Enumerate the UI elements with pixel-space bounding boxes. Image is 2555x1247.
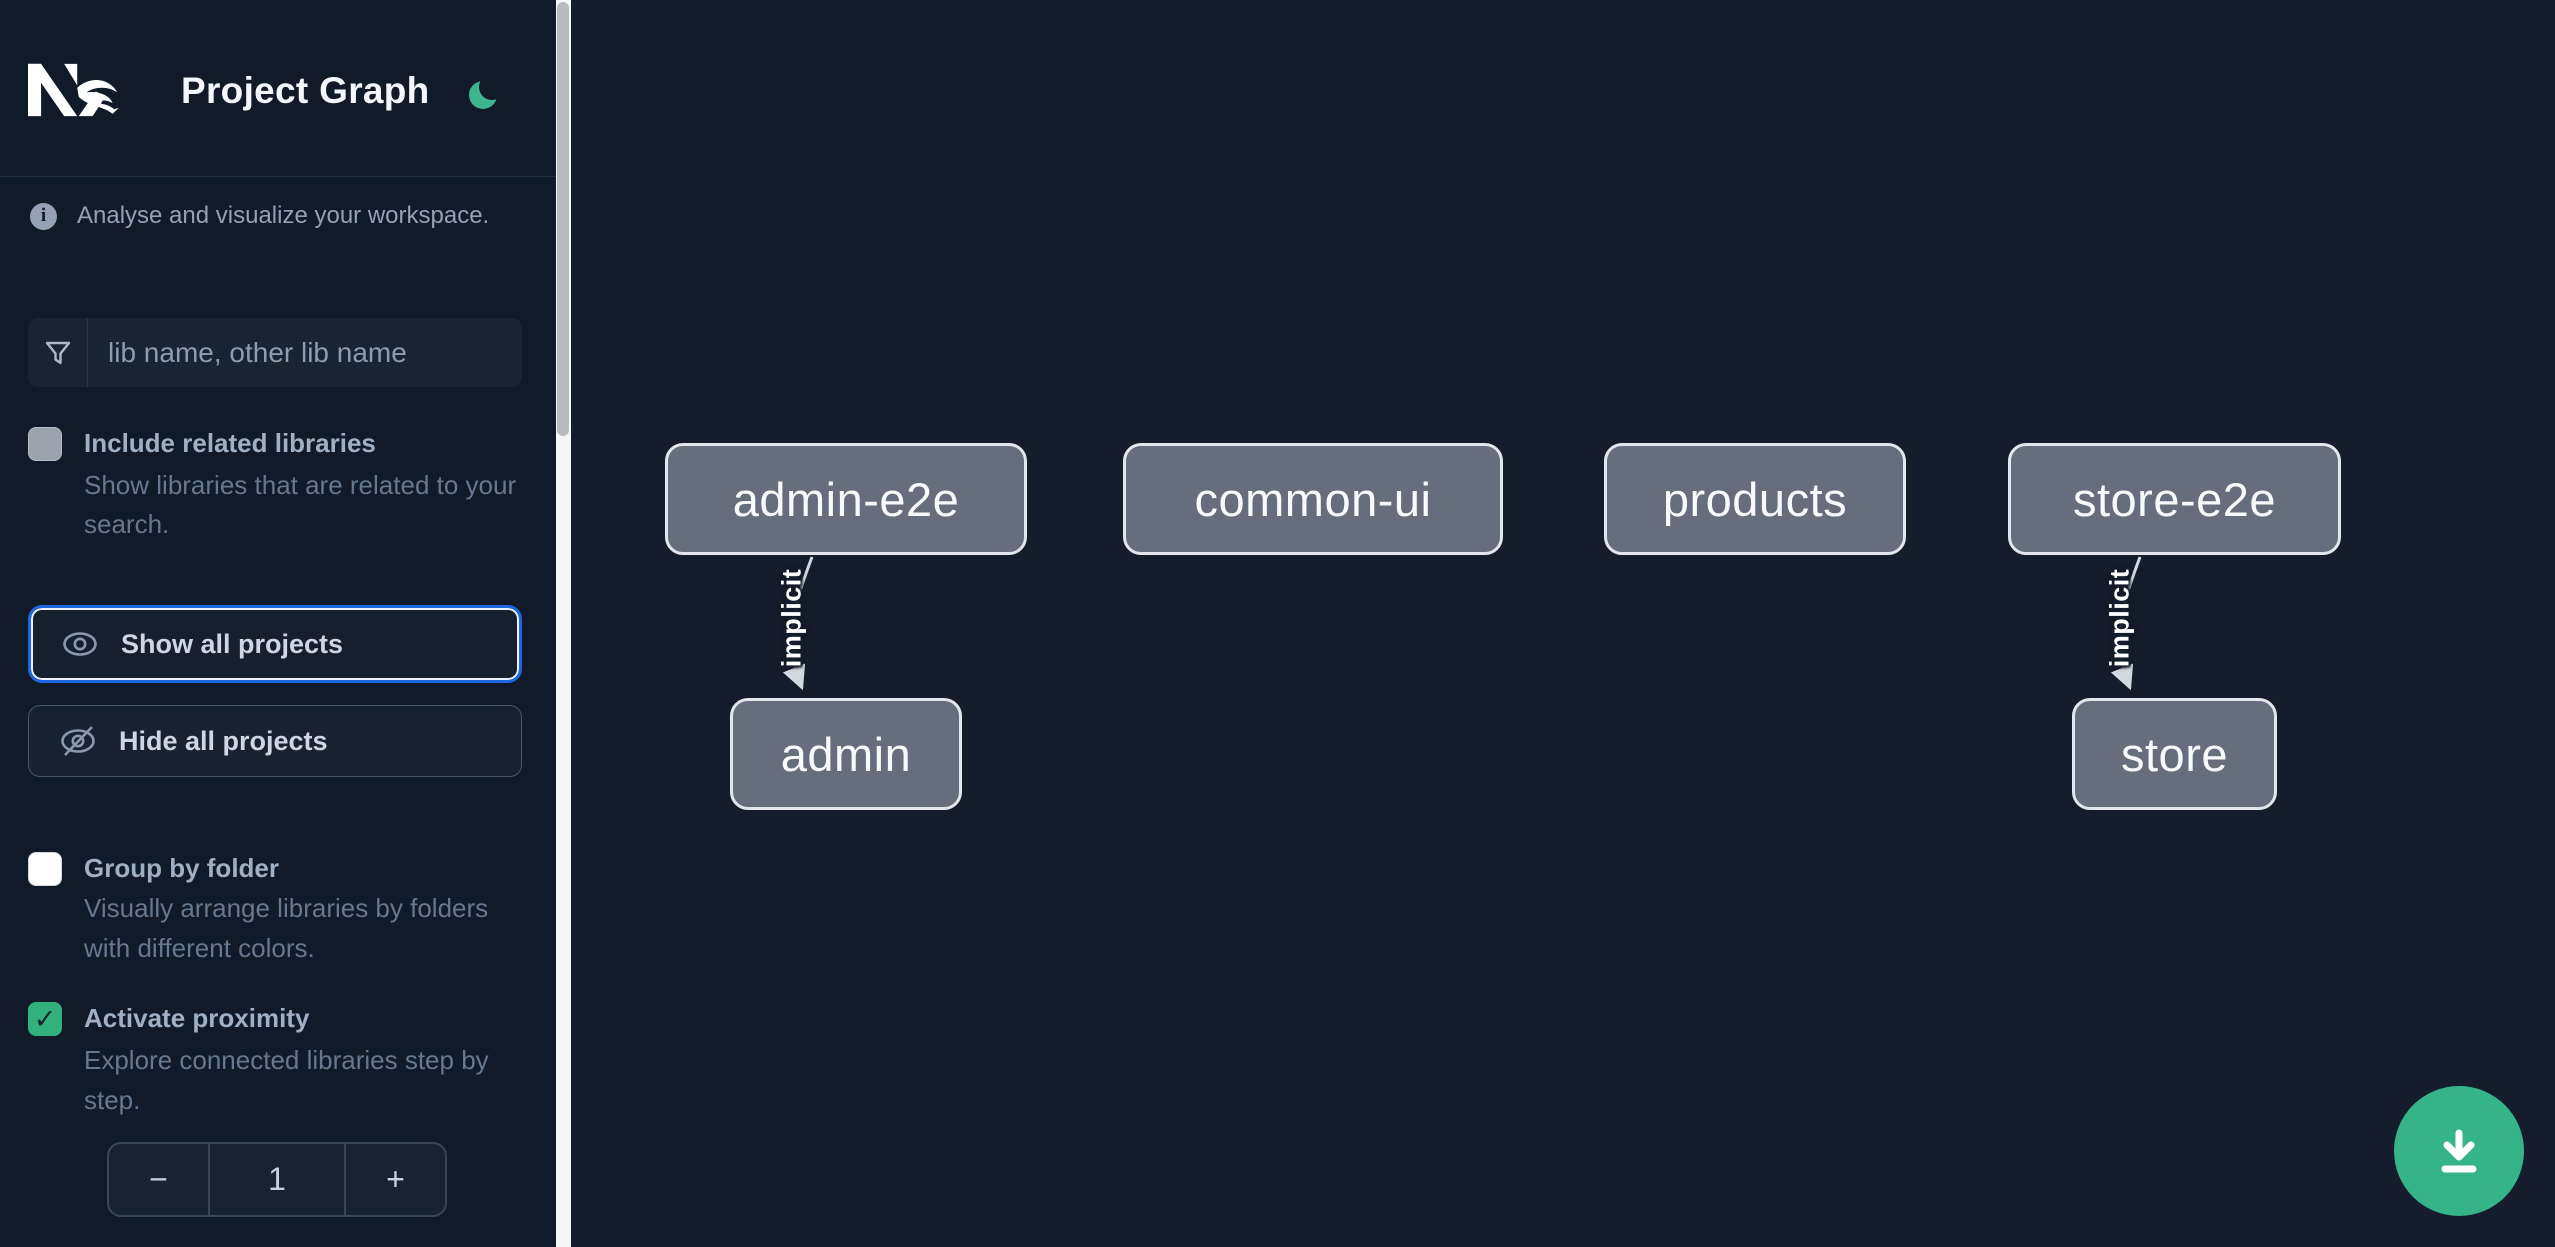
download-graph-button[interactable] — [2394, 1086, 2524, 1216]
graph-node-common-ui[interactable]: common-ui — [1123, 443, 1503, 555]
page-title: Project Graph — [181, 70, 430, 111]
hide-all-projects-button[interactable]: Hide all projects — [28, 705, 522, 777]
activate-proximity-checkbox[interactable]: ✓ — [28, 1002, 62, 1036]
graph-node-admin[interactable]: admin — [730, 698, 962, 810]
sidebar-scrollbar-track[interactable] — [556, 0, 571, 1247]
graph-node-products[interactable]: products — [1604, 443, 1906, 555]
sidebar-header: Project Graph — [0, 0, 556, 177]
check-icon: ✓ — [33, 1003, 57, 1034]
show-all-projects-label: Show all projects — [121, 628, 344, 659]
node-label: admin — [780, 727, 912, 781]
proximity-value: 1 — [208, 1144, 346, 1215]
activate-proximity-description: Explore connected libraries step by step… — [84, 1045, 489, 1115]
node-label: admin-e2e — [732, 472, 960, 526]
eye-icon — [63, 632, 97, 656]
download-icon — [2441, 1129, 2477, 1173]
group-by-folder-checkbox[interactable] — [28, 852, 62, 886]
node-label: products — [1662, 472, 1848, 526]
hide-all-projects-label: Hide all projects — [119, 725, 328, 756]
show-all-projects-button[interactable]: Show all projects — [28, 605, 522, 683]
proximity-stepper: − 1 + — [107, 1142, 447, 1217]
tagline-row: i Analyse and visualize your workspace. — [30, 202, 489, 230]
info-icon: i — [30, 202, 57, 230]
include-related-description: Show libraries that are related to your … — [84, 470, 517, 539]
activate-proximity-label: Activate proximity — [84, 1003, 310, 1033]
nx-logo-icon — [28, 63, 119, 117]
graph-node-store-e2e[interactable]: store-e2e — [2008, 443, 2341, 555]
sidebar-scrollbar-thumb[interactable] — [557, 2, 569, 436]
include-related-label: Include related libraries — [84, 428, 376, 458]
graph-node-admin-e2e[interactable]: admin-e2e — [665, 443, 1027, 555]
moon-icon — [469, 74, 505, 109]
group-by-folder-description: Visually arrange libraries by folders wi… — [84, 893, 489, 963]
funnel-icon — [28, 318, 88, 387]
edge-label-implicit: implicit — [776, 568, 807, 668]
node-label: common-ui — [1194, 472, 1432, 526]
graph-canvas[interactable] — [571, 0, 2555, 1247]
theme-toggle-button[interactable] — [466, 74, 506, 114]
proximity-decrement-button[interactable]: − — [109, 1144, 208, 1215]
node-label: store-e2e — [2072, 472, 2277, 526]
eye-off-icon — [61, 726, 95, 756]
include-related-checkbox[interactable] — [28, 427, 62, 461]
proximity-increment-button[interactable]: + — [346, 1144, 445, 1215]
filter-box — [28, 318, 522, 387]
sidebar: Project Graph i Analyse and visualize yo… — [0, 0, 556, 1247]
tagline-text: Analyse and visualize your workspace. — [77, 202, 490, 229]
graph-node-store[interactable]: store — [2072, 698, 2277, 810]
group-by-folder-label: Group by folder — [84, 853, 279, 883]
node-label: store — [2121, 727, 2228, 781]
filter-input[interactable] — [88, 318, 522, 387]
edge-label-implicit: implicit — [2104, 568, 2135, 668]
